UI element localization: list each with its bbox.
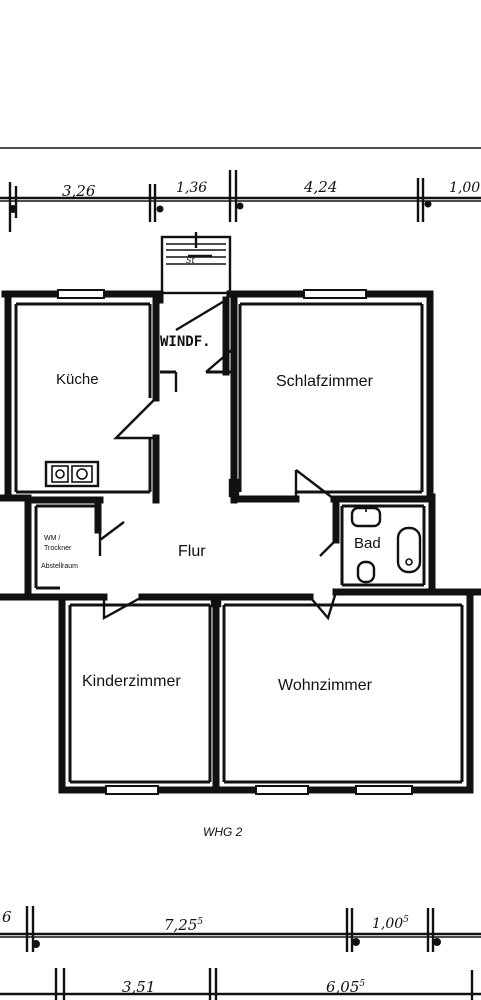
room-label-flur: Flur (178, 543, 206, 560)
dimension-bottom-2-right: 6,055 (326, 978, 365, 996)
dimension-top-2: 1,36 (176, 180, 207, 196)
washbasin-icon (350, 506, 382, 528)
dimension-top-4: 1,00 (449, 180, 480, 196)
interior-walls (14, 290, 464, 794)
dimension-top-3: 4,24 (303, 178, 337, 196)
dimension-line-bottom-2 (0, 968, 481, 1000)
dimension-line-bottom-1 (0, 906, 481, 952)
dimension-top-1: 3,26 (62, 182, 96, 200)
room-label-abstellraum: Abstellraum (41, 563, 78, 570)
room-label-bad: Bad (354, 535, 381, 552)
caption: WHG 2 (203, 825, 243, 839)
dimension-bottom-1-left: 6 (2, 908, 12, 926)
dimension-line-top (0, 147, 481, 232)
toilet-icon (356, 560, 376, 584)
room-label-kinderzimmer: Kinderzimmer (82, 673, 181, 690)
dimension-bottom-1-right: 1,005 (372, 915, 409, 932)
room-label-wm-trockner: WM /Trockner (44, 535, 72, 552)
dimension-bottom-2-left: 3,51 (122, 978, 155, 996)
room-label-kueche: Küche (56, 371, 99, 388)
stove-icon (44, 460, 100, 488)
room-label-schlafzimmer: Schlafzimmer (276, 373, 374, 390)
bathtub-icon (396, 526, 422, 574)
room-label-windfang: WINDF. (160, 334, 211, 350)
stair (160, 232, 232, 295)
dimension-bottom-1-middle: 7,255 (164, 916, 203, 934)
doors (98, 298, 338, 621)
stair-label: St (186, 256, 195, 265)
windows (57, 289, 413, 795)
room-label-wohnzimmer: Wohnzimmer (278, 677, 373, 694)
